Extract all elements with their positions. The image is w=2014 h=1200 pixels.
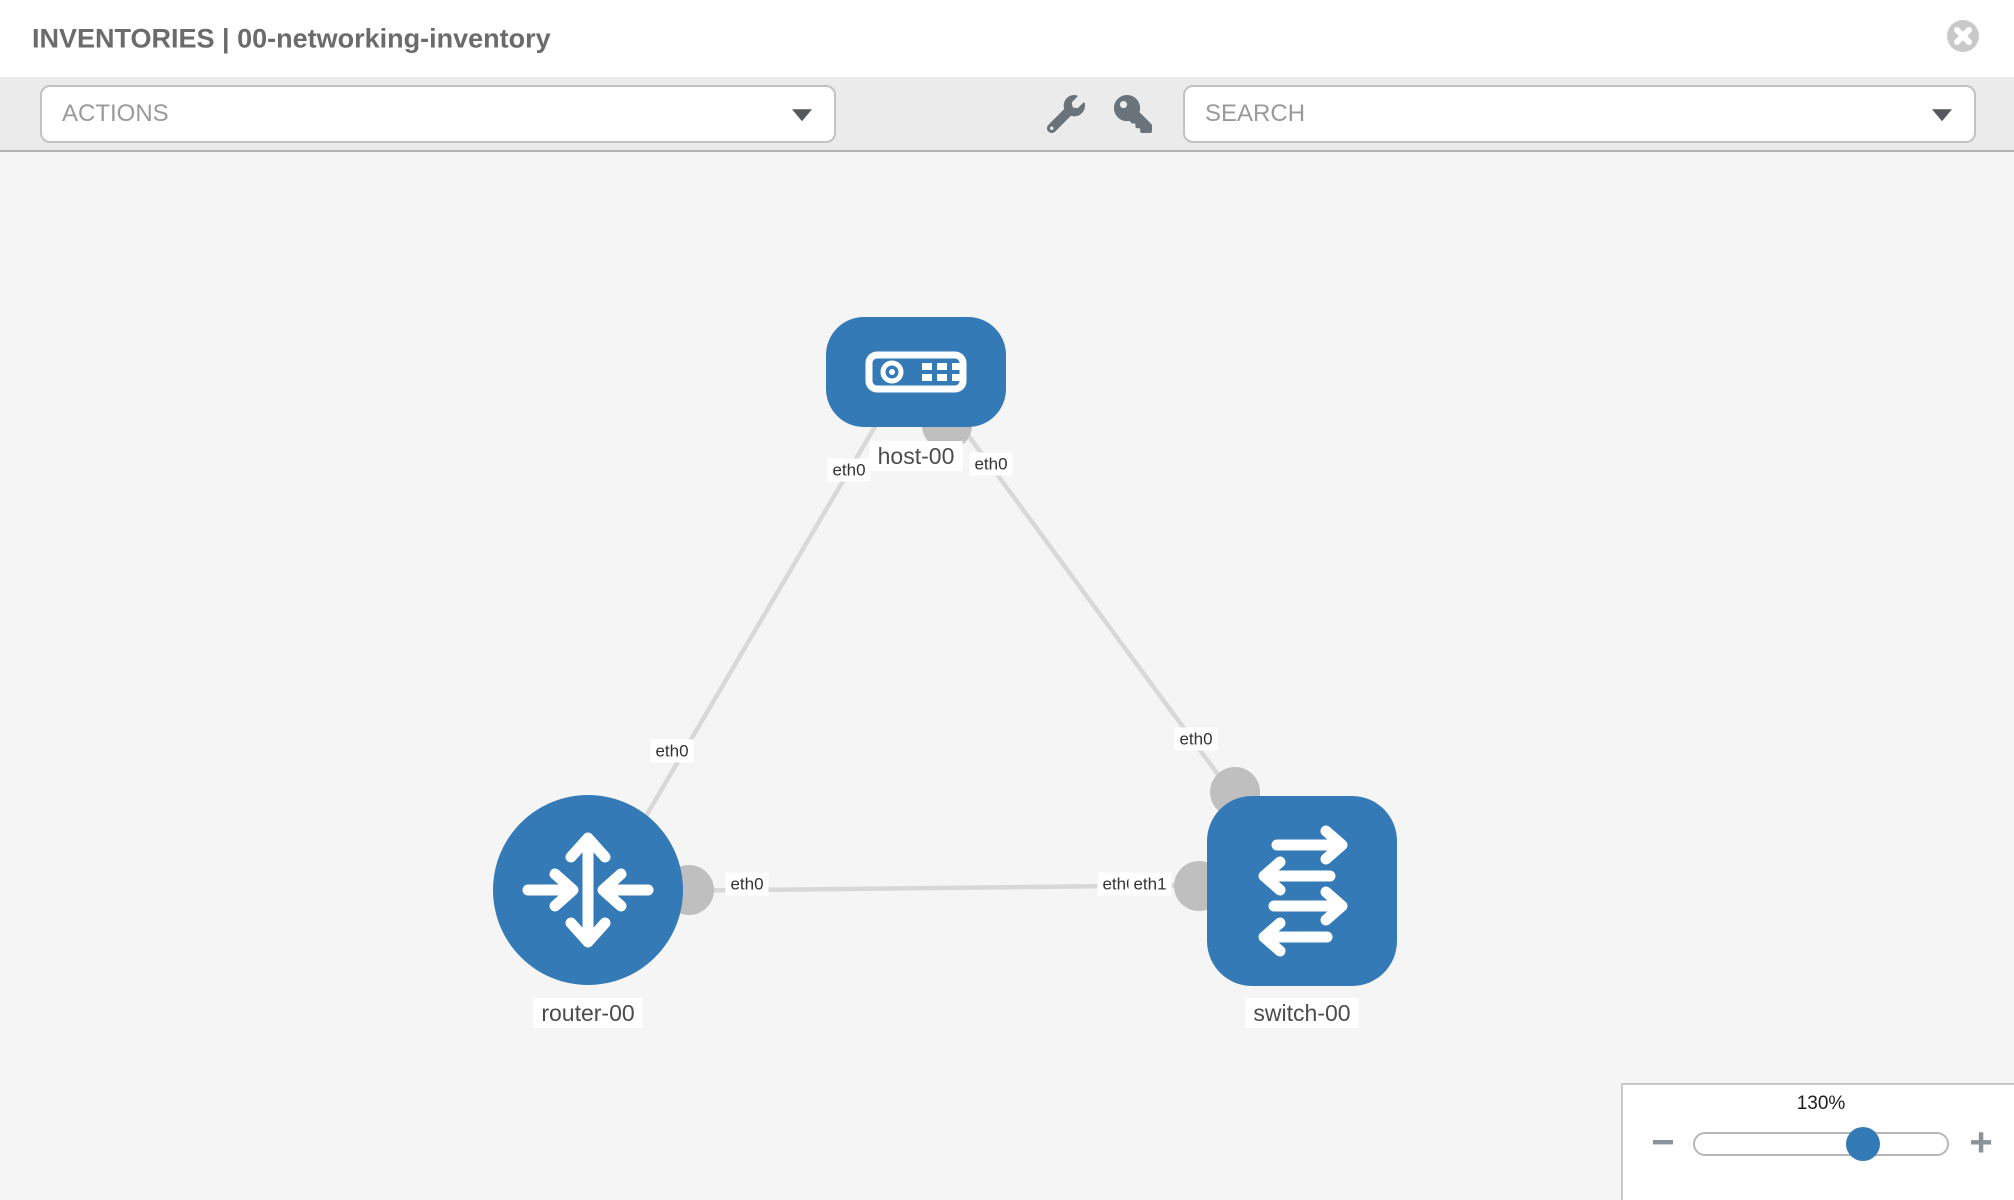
actions-dropdown-label: ACTIONS [62, 100, 169, 127]
chevron-down-icon [1932, 109, 1952, 122]
interface-label-host-eth0-left: eth0 [827, 458, 871, 482]
zoom-control-panel: 130% − + [1621, 1083, 2014, 1200]
server-icon [865, 351, 967, 393]
node-label-host: host-00 [869, 441, 963, 471]
search-dropdown-label: SEARCH [1205, 100, 1306, 127]
zoom-slider-thumb[interactable] [1846, 1127, 1880, 1161]
key-button[interactable] [1114, 95, 1152, 133]
search-dropdown[interactable]: SEARCH [1183, 85, 1976, 143]
node-router-00[interactable] [493, 795, 683, 985]
close-icon [1947, 20, 1979, 52]
node-host-00[interactable] [826, 317, 1006, 427]
zoom-in-button[interactable]: + [1969, 1120, 1993, 1165]
header: INVENTORIES | 00-networking-inventory [0, 0, 2014, 77]
interface-label-host-eth0-right: eth0 [969, 452, 1013, 476]
node-label-switch: switch-00 [1245, 998, 1359, 1028]
toolbar: ACTIONS SEARCH [0, 77, 2014, 152]
zoom-out-button[interactable]: − [1651, 1120, 1675, 1165]
node-switch-00[interactable] [1207, 796, 1397, 986]
interface-label-router-eth0-right: eth0 [725, 872, 769, 896]
key-icon [1114, 95, 1152, 133]
router-arrows-icon [522, 832, 654, 948]
switch-arrows-icon [1258, 825, 1348, 957]
interface-label-switch-eth1: eth1 [1128, 872, 1172, 896]
wrench-button[interactable] [1046, 95, 1085, 134]
zoom-level-value: 130% [1796, 1093, 1846, 1114]
zoom-slider-track[interactable] [1693, 1127, 1949, 1161]
interface-label-router-eth0-top: eth0 [650, 739, 694, 763]
wrench-icon [1046, 95, 1085, 134]
node-label-router: router-00 [533, 998, 643, 1028]
actions-dropdown[interactable]: ACTIONS [40, 85, 836, 143]
topology-graph [493, 317, 1397, 986]
page-title: INVENTORIES | 00-networking-inventory [32, 23, 551, 53]
close-button[interactable] [1946, 19, 1980, 53]
topology-canvas[interactable]: host-00 router-00 switch-00 eth0 eth0 et… [0, 152, 2014, 1200]
interface-label-switch-eth0-top: eth0 [1174, 727, 1218, 751]
chevron-down-icon [792, 109, 812, 122]
